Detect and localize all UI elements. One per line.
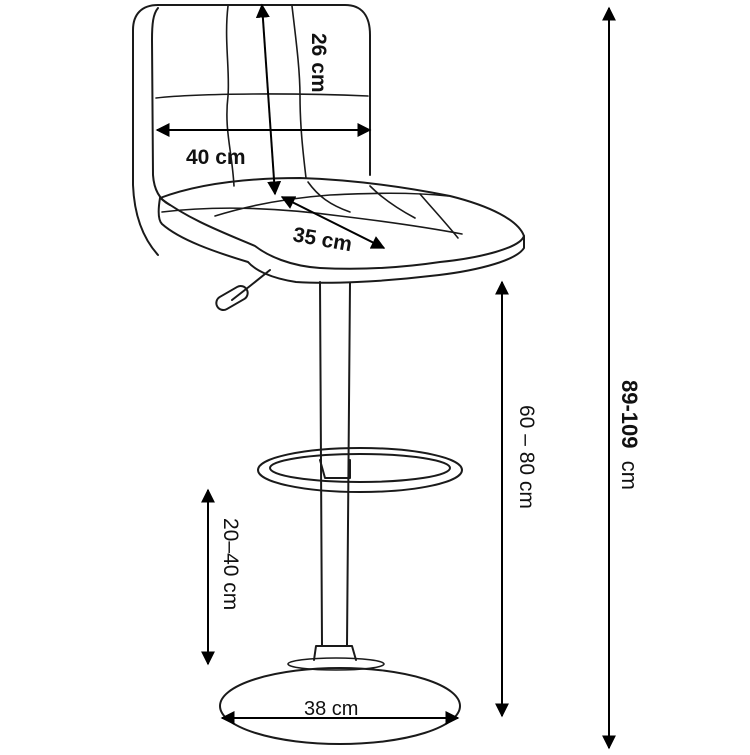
seat-depth-arrow	[280, 196, 386, 249]
seat-width-label: 40 cm	[186, 146, 246, 169]
total-height-label: 89-109 cm	[617, 380, 642, 490]
backrest-height-arrow	[255, 3, 282, 196]
base-disc-top	[287, 657, 385, 671]
backrest-front-edge	[151, 7, 171, 206]
backrest-height-label: 26 cm	[307, 33, 330, 93]
backrest-outline	[132, 4, 371, 256]
gas-lever-handle	[215, 285, 249, 311]
footrest-height-label: 20–40 cm	[219, 518, 242, 610]
base-disc	[219, 667, 461, 745]
seat-seam-5	[419, 193, 459, 239]
seat-seam-4	[369, 185, 416, 219]
bar-stool-illustration	[132, 4, 525, 745]
footrest-bracket	[319, 459, 351, 479]
gas-lever	[231, 269, 271, 301]
seat-seam-2	[214, 192, 449, 217]
backrest-seam-3	[155, 93, 369, 99]
seat-side	[157, 197, 525, 284]
seat-outline	[159, 177, 525, 270]
footrest-ring-outer	[257, 447, 463, 493]
backrest-seam-1	[225, 5, 235, 187]
dimension-labels: 26 cm 40 cm 35 cm 60 – 80 cm 89-109 cm 2…	[186, 33, 642, 720]
base-collar	[313, 645, 357, 661]
backrest-seam-2	[291, 5, 307, 179]
total-height-unit: cm	[617, 461, 642, 490]
total-height-value: 89-109	[617, 380, 642, 449]
seat-height-label: 60 – 80 cm	[515, 405, 538, 509]
dimension-lines	[155, 3, 616, 750]
column-right	[346, 282, 351, 646]
base-diameter-label: 38 cm	[304, 698, 358, 720]
footrest-ring-inner	[269, 453, 451, 483]
